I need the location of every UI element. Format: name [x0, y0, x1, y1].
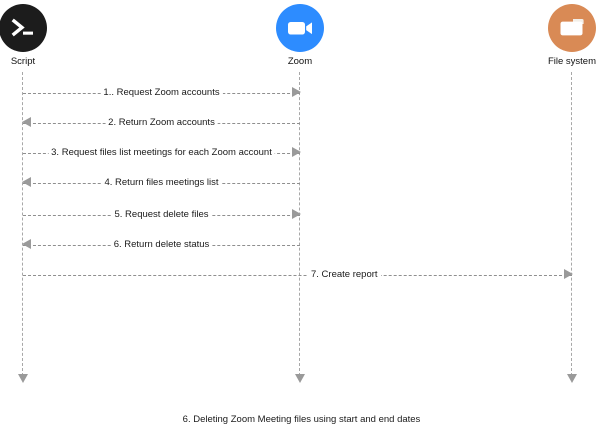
message-2-label: 2. Return Zoom accounts — [105, 115, 218, 131]
message-1[interactable]: 1.. Request Zoom accounts — [23, 85, 301, 101]
lifeline-file-system — [571, 72, 573, 376]
message-7[interactable]: 7. Create report — [23, 267, 573, 283]
message-5-label: 5. Request delete files — [111, 207, 212, 223]
message-6-label: 6. Return delete status — [110, 237, 213, 253]
participant-label-script: Script — [10, 56, 36, 67]
message-7-label: 7. Create report — [308, 267, 381, 283]
lifeline-end-arrow-script — [18, 374, 28, 383]
message-7-line — [23, 275, 572, 276]
message-4[interactable]: 4. Return files meetings list — [22, 175, 300, 191]
message-3[interactable]: 3. Request files list meetings for each … — [23, 145, 301, 161]
message-1-label: 1.. Request Zoom accounts — [100, 85, 223, 101]
participant-script[interactable]: Script — [0, 4, 83, 68]
participant-label-file-system: File system — [547, 56, 597, 67]
message-1-arrowhead — [292, 87, 301, 97]
participant-file-system[interactable]: File system — [512, 4, 603, 68]
message-3-label: 3. Request files list meetings for each … — [48, 145, 275, 161]
folder-icon — [548, 4, 596, 52]
message-2-arrowhead — [22, 117, 31, 127]
lifeline-zoom — [299, 72, 301, 376]
message-5[interactable]: 5. Request delete files — [23, 207, 301, 223]
message-4-arrowhead — [22, 177, 31, 187]
message-6-arrowhead — [22, 239, 31, 249]
lifeline-end-arrow-zoom — [295, 374, 305, 383]
diagram-caption: 6. Deleting Zoom Meeting files using sta… — [182, 414, 421, 425]
message-7-arrowhead — [564, 269, 573, 279]
participant-zoom[interactable]: Zoom — [240, 4, 360, 68]
message-6[interactable]: 6. Return delete status — [22, 237, 300, 253]
lifeline-script — [22, 72, 24, 376]
message-3-arrowhead — [292, 147, 301, 157]
terminal-icon — [0, 4, 47, 52]
message-4-label: 4. Return files meetings list — [101, 175, 222, 191]
message-5-arrowhead — [292, 209, 301, 219]
participant-label-zoom: Zoom — [287, 56, 313, 67]
video-camera-icon — [276, 4, 324, 52]
message-2[interactable]: 2. Return Zoom accounts — [22, 115, 300, 131]
lifeline-end-arrow-file-system — [567, 374, 577, 383]
